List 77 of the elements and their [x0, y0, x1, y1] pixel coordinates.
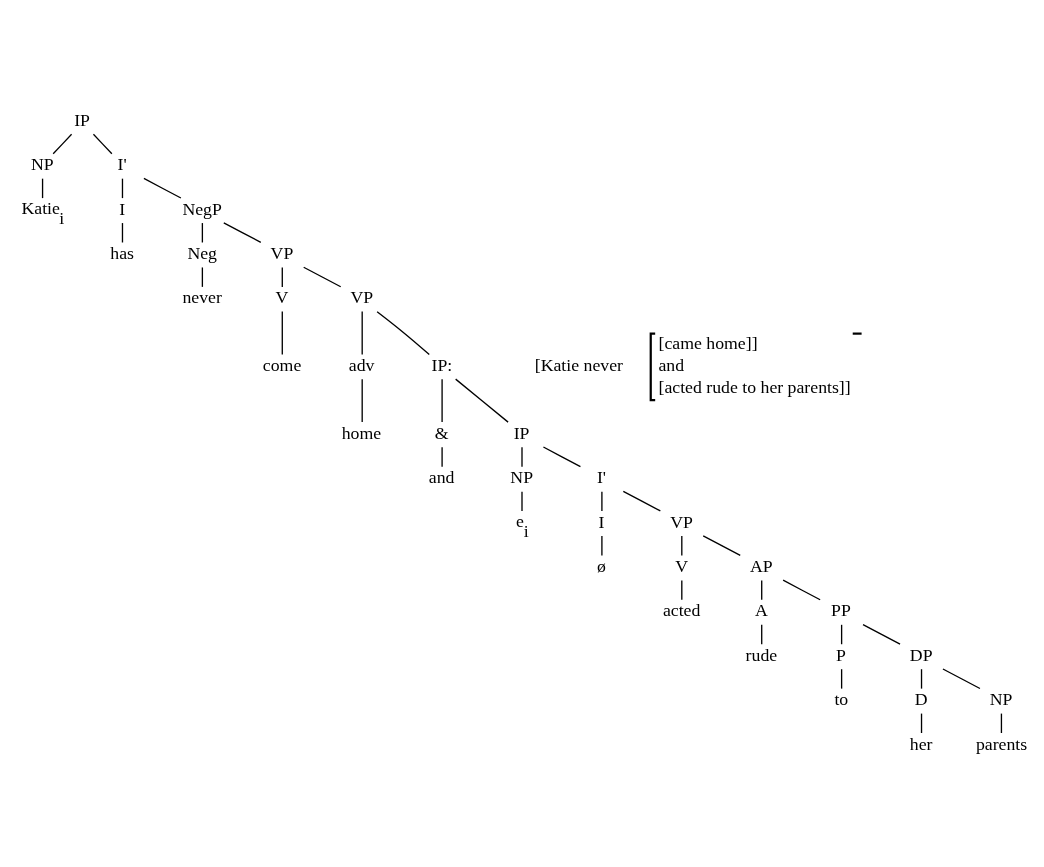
node-text: has: [110, 243, 134, 264]
node-text: rude: [745, 644, 778, 665]
node-text: A: [755, 600, 768, 621]
node-text: VP: [270, 243, 294, 264]
connector: [281, 266, 283, 288]
connector: [920, 668, 923, 690]
connector: [761, 579, 763, 601]
connector: [441, 378, 443, 423]
connector: [702, 535, 741, 556]
node-text: VP: [350, 287, 374, 308]
node-text: IP: [513, 422, 530, 443]
label: and: [658, 355, 685, 376]
connector: [121, 178, 124, 199]
connector: [361, 310, 363, 356]
node-text: PP: [831, 600, 851, 621]
connector: [840, 624, 843, 645]
node-text: acted: [662, 600, 701, 621]
connector: [361, 378, 363, 423]
node-text: adv: [348, 355, 375, 376]
node-text: DP: [909, 644, 933, 665]
connector: [41, 178, 44, 199]
node-text: and: [428, 467, 455, 488]
connector: [840, 668, 843, 690]
node-text: IP:: [431, 355, 453, 376]
connector: [681, 579, 683, 601]
label: [came home]]: [658, 332, 758, 353]
connector: [303, 266, 342, 288]
connector: [681, 535, 683, 557]
connector: [542, 446, 582, 468]
connector: [455, 378, 509, 423]
node-text: IP: [74, 109, 90, 130]
connector: [601, 535, 603, 557]
connector: [201, 222, 204, 244]
node-text: I: [119, 198, 126, 219]
node-text: come: [262, 355, 302, 376]
label: [acted rude to her parents]]: [658, 377, 851, 398]
connector: [376, 311, 430, 356]
connector: [52, 133, 73, 155]
connector: [601, 490, 603, 512]
connector: [92, 133, 113, 155]
connector: [761, 624, 763, 645]
node-text: NP: [510, 467, 534, 488]
node-text: Neg: [187, 243, 217, 264]
connector: [942, 668, 981, 690]
connector: [521, 446, 523, 468]
node-text: I': [117, 154, 127, 175]
connector: [441, 446, 443, 468]
node-text: V: [275, 287, 289, 308]
connector: [521, 490, 523, 512]
connector: [862, 623, 901, 645]
node-text: parents: [975, 733, 1028, 754]
node-text: her: [909, 733, 933, 754]
node-text: I: [598, 511, 605, 532]
connector: [121, 222, 124, 244]
node-text: AP: [750, 556, 773, 576]
node-text: V: [675, 556, 688, 576]
node-text: I': [596, 467, 607, 488]
node-text: to: [834, 689, 849, 710]
node-text: ø: [596, 556, 606, 576]
node-text: home: [341, 422, 382, 443]
node-text: NP: [30, 154, 54, 175]
label: [Katie never: [534, 355, 623, 376]
connector: [201, 266, 204, 288]
node-text: VP: [670, 511, 693, 532]
connector: [1000, 712, 1003, 734]
connector: [143, 177, 182, 199]
node-text: NegP: [182, 198, 222, 219]
node-text: NP: [989, 689, 1013, 710]
node-text: P: [836, 644, 846, 665]
node-text: never: [182, 287, 222, 308]
connector: [223, 222, 262, 244]
connector: [920, 712, 923, 734]
connector: [622, 490, 661, 512]
node-text: D: [914, 689, 928, 710]
connector: [782, 579, 821, 601]
node-text: &: [434, 422, 449, 443]
connector: [281, 310, 283, 356]
